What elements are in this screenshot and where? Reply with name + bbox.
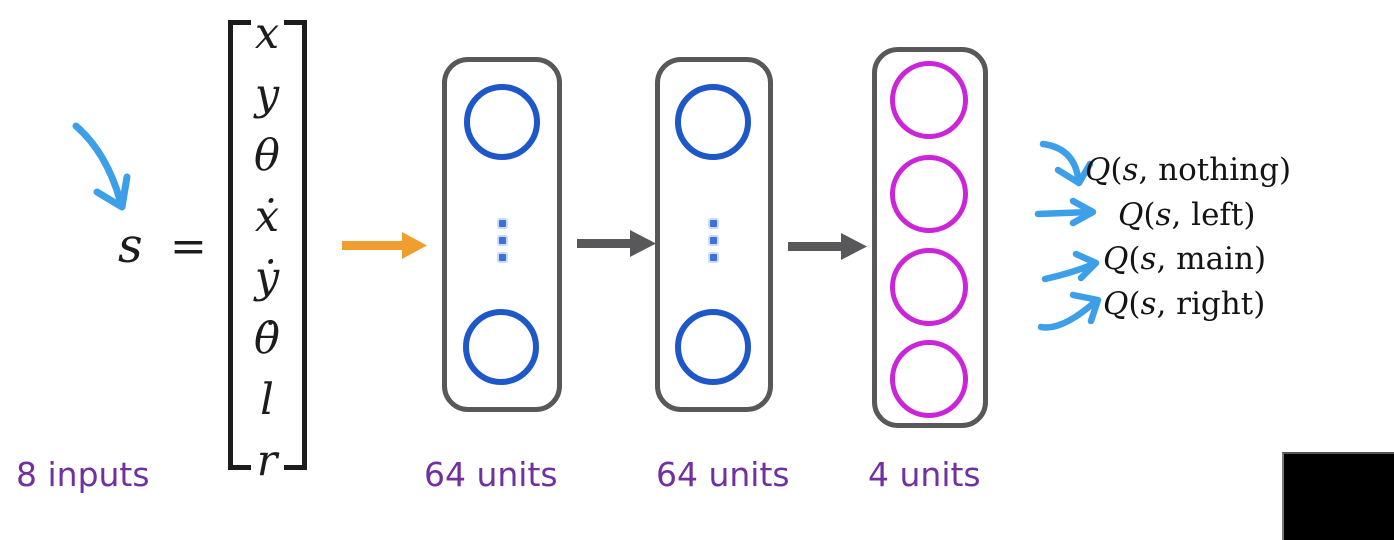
vector-entry-r: r [256,435,278,486]
vector-left-bracket [228,20,251,470]
equals-sign: = [170,221,207,272]
q-left-sketch-arrow-icon [1034,197,1097,227]
hidden1-top-node [464,84,540,160]
dot [710,237,717,244]
q-right-sketch-arrow-icon [1037,291,1102,331]
q-value-left: Q(s, left) [1118,197,1256,233]
state-vector: x y θ ẋ ẏ θ̇ l r [236,3,298,491]
q-value-nothing: Q(s, nothing) [1085,152,1292,188]
hidden1-ellipsis-dots [499,220,506,261]
state-pointer-sketch-arrow-icon [72,122,131,211]
output-node-2 [890,155,968,233]
q-action: nothing [1158,152,1279,188]
q-action: left [1191,197,1244,233]
vector-entry-theta: θ [254,130,280,181]
q-fn: Q [1085,152,1111,188]
state-symbol: s [118,218,143,274]
hidden2-bottom-node [675,309,751,385]
input-arrow-icon [342,232,427,259]
hidden1-to-hidden2-arrow-icon [577,230,656,257]
q-value-right: Q(s, right) [1103,286,1266,322]
q-arg: s [1155,197,1172,233]
q-fn: Q [1118,197,1144,233]
dot [710,254,717,261]
output-node-4 [890,340,968,418]
output-node-3 [890,248,968,326]
q-nothing-sketch-arrow-icon [1039,140,1094,187]
dot [710,220,717,227]
q-arg: s [1140,241,1157,277]
output-units-label: 4 units [868,455,981,494]
hidden1-units-label: 64 units [424,455,558,494]
hidden1-bottom-node [463,309,539,385]
dot [499,254,506,261]
dot [499,237,506,244]
vector-entry-l: l [260,374,274,425]
hidden2-top-node [675,84,751,160]
vector-entry-y: y [254,69,280,120]
hidden2-ellipsis-dots [710,220,717,261]
vector-right-bracket [284,20,307,470]
vector-entry-xdot: ẋ [254,191,280,242]
q-action: main [1176,241,1254,277]
vector-entry-thetadot: θ̇ [254,313,280,364]
q-action: right [1176,286,1254,322]
q-fn: Q [1103,286,1129,322]
q-arg: s [1140,286,1157,322]
q-main-sketch-arrow-icon [1041,250,1100,283]
hidden2-to-output-arrow-icon [788,233,867,260]
vector-entry-ydot: ẏ [254,252,280,303]
hidden2-units-label: 64 units [656,455,790,494]
vector-entry-x: x [254,8,280,59]
video-overlay-corner [1282,452,1394,540]
q-value-main: Q(s, main) [1103,241,1267,277]
q-arg: s [1122,152,1139,188]
q-fn: Q [1103,241,1129,277]
dot [499,220,506,227]
output-node-1 [890,61,968,139]
inputs-count-label: 8 inputs [16,455,150,494]
